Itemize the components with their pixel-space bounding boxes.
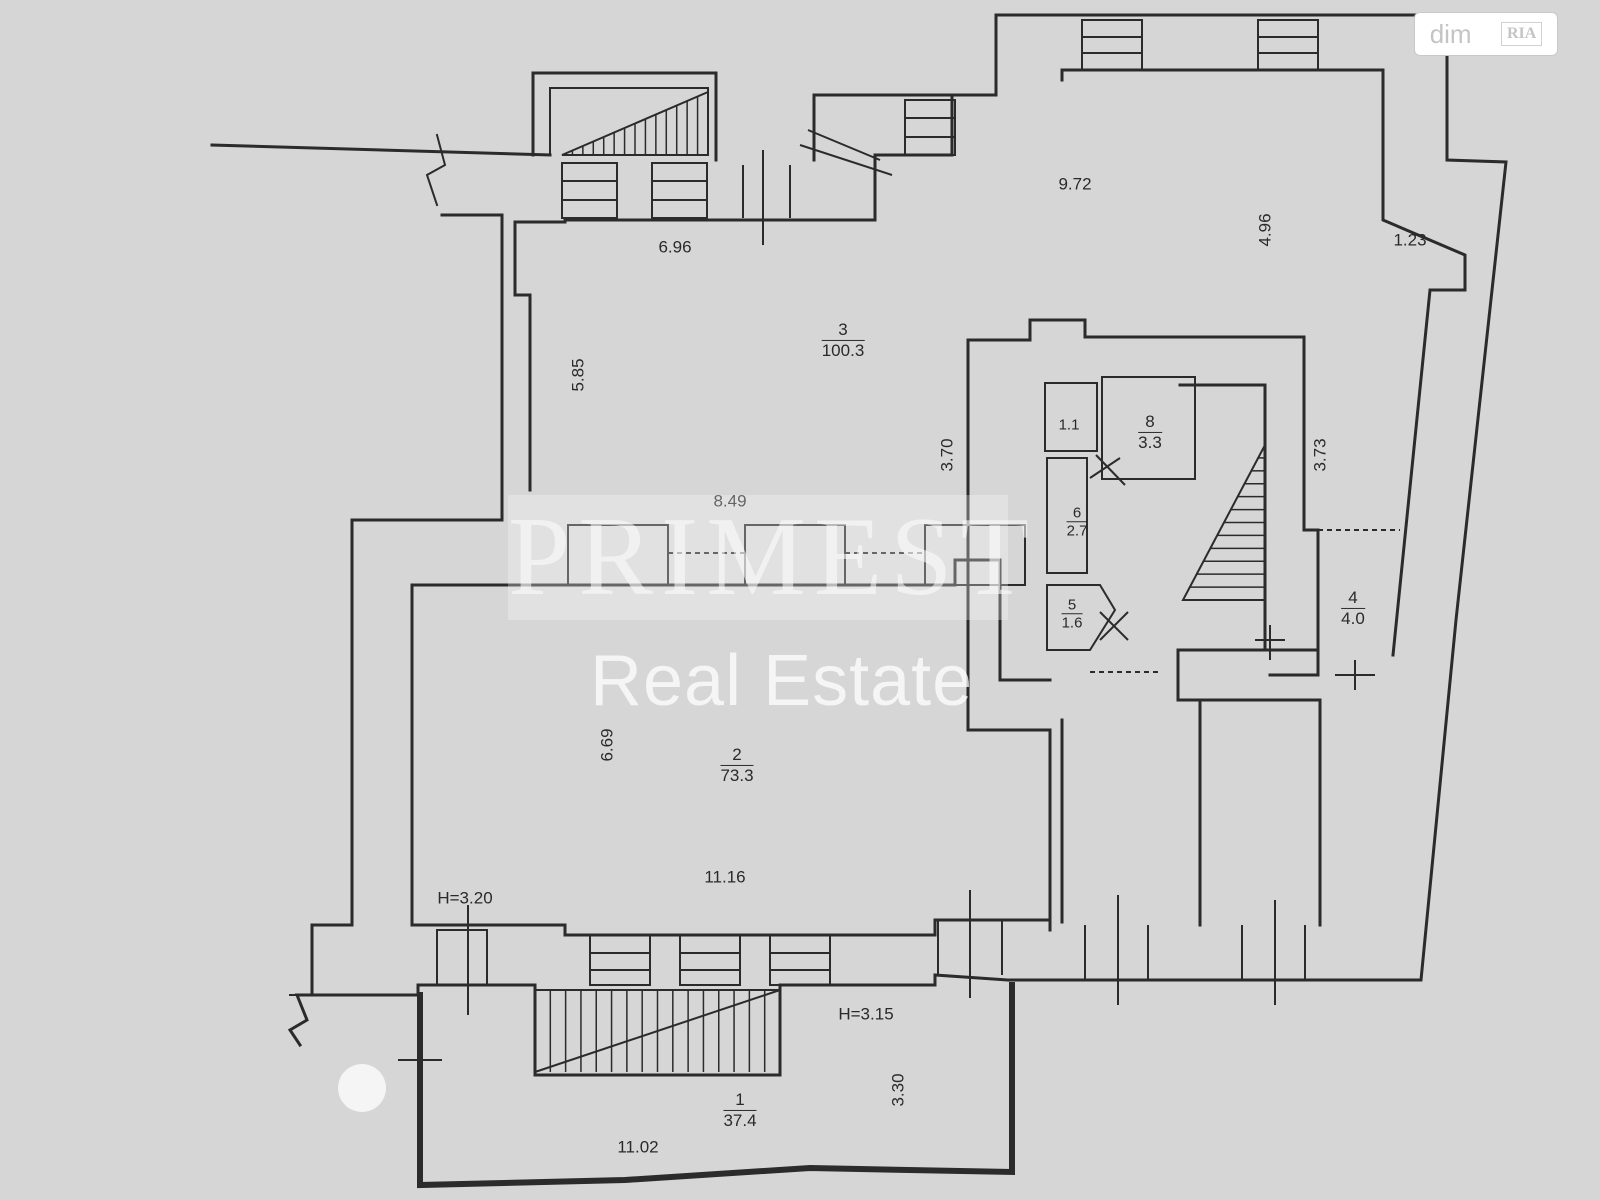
wall-room3-left	[350, 213, 504, 927]
wall-top-left	[210, 143, 552, 157]
room-area: 1.1	[1058, 416, 1080, 434]
room-6-label: 6 2.7	[1066, 504, 1088, 540]
room-number: 1	[723, 1090, 757, 1111]
window-top-4	[561, 162, 618, 219]
door-room3-3	[924, 524, 1026, 586]
room-area: 73.3	[720, 765, 754, 785]
room-6-box	[1046, 457, 1088, 574]
wall-top-notch	[812, 13, 1508, 982]
door-room3-2	[744, 524, 846, 586]
wall-room2	[410, 558, 1052, 682]
room-2-label: 2 73.3	[720, 745, 754, 785]
room-7-box	[1044, 382, 1098, 452]
room-8-box	[1101, 376, 1196, 480]
dim-9-72: 9.72	[1058, 174, 1092, 194]
watermark-top-text: PRIMEST	[508, 495, 1037, 619]
window-top-5	[651, 162, 708, 219]
dim-6-96: 6.96	[658, 237, 692, 257]
room-area: 4.0	[1341, 608, 1365, 628]
wall-stair-core	[1176, 383, 1322, 927]
dim-3-70: 3.70	[937, 438, 957, 472]
wall-stair-top-left	[531, 71, 718, 162]
wall-bottom-left-lower	[287, 993, 314, 1048]
window-bottom-2	[589, 934, 651, 986]
dim-3-73: 3.73	[1310, 438, 1330, 472]
door-wc-1	[1095, 454, 1126, 486]
window-top-1	[1081, 19, 1143, 71]
dim-1-23: 1.23	[1393, 230, 1427, 250]
wall-bottom	[310, 923, 1010, 1077]
dim-8-49: 8.49	[713, 491, 747, 511]
wall-room1	[417, 982, 1015, 1189]
room-area: 1.6	[1061, 614, 1083, 632]
paper-spot	[338, 1064, 386, 1112]
wall-top-inner	[873, 93, 954, 222]
door-slant-top	[799, 144, 893, 176]
room-number: 4	[1341, 588, 1365, 609]
dim-11-16: 11.16	[704, 867, 746, 887]
watermark-bottom-text: Real Estate	[590, 641, 974, 721]
height-label-1: H=3.20	[437, 888, 493, 908]
wall-room3-left-inner	[513, 220, 532, 492]
wall-core-left	[966, 338, 1052, 932]
wall-room2-left	[410, 583, 1052, 937]
room-area: 2.7	[1066, 522, 1088, 540]
height-label-2: H=3.15	[838, 1004, 894, 1024]
room-area: 37.4	[723, 1110, 757, 1130]
dim-6-69: 6.69	[597, 728, 617, 762]
room-number: 2	[720, 745, 754, 766]
room-number: 5	[1061, 596, 1083, 615]
window-bottom-3	[679, 934, 741, 986]
room-number: 3	[821, 320, 865, 341]
room-number: 8	[1138, 412, 1162, 433]
room-3-label: 3 100.3	[821, 320, 865, 360]
wall-room3-inner	[513, 218, 877, 224]
room-4-label: 4 4.0	[1341, 588, 1365, 628]
room-8-label: 8 3.3	[1138, 412, 1162, 452]
window-top-2	[1257, 19, 1319, 71]
room-area: 100.3	[821, 340, 865, 360]
logo-dim-text: dim	[1429, 18, 1472, 49]
logo-ria-text: RIA	[1500, 22, 1543, 46]
window-top-3	[904, 99, 956, 156]
wall-core	[966, 318, 1320, 677]
window-bottom-4	[769, 934, 831, 986]
watermark-box	[508, 495, 1008, 620]
room-5-label: 5 1.6	[1061, 596, 1083, 632]
room-area: 3.3	[1138, 432, 1162, 452]
dim-ria-logo[interactable]: dim RIA	[1414, 12, 1558, 56]
break-mark	[425, 133, 447, 207]
wall-stair-inner	[549, 87, 709, 156]
door-room3-1	[567, 524, 669, 586]
dim-11-02: 11.02	[617, 1137, 659, 1157]
room-number: 6	[1066, 504, 1088, 523]
dim-3-30: 3.30	[888, 1073, 908, 1107]
room-5-box	[1046, 584, 1117, 651]
window-bottom-1	[436, 929, 488, 986]
dim-5-85: 5.85	[568, 358, 588, 392]
room-7-label: 1.1	[1059, 416, 1080, 433]
dim-4-96: 4.96	[1255, 213, 1275, 247]
room-1-label: 1 37.4	[723, 1090, 757, 1130]
